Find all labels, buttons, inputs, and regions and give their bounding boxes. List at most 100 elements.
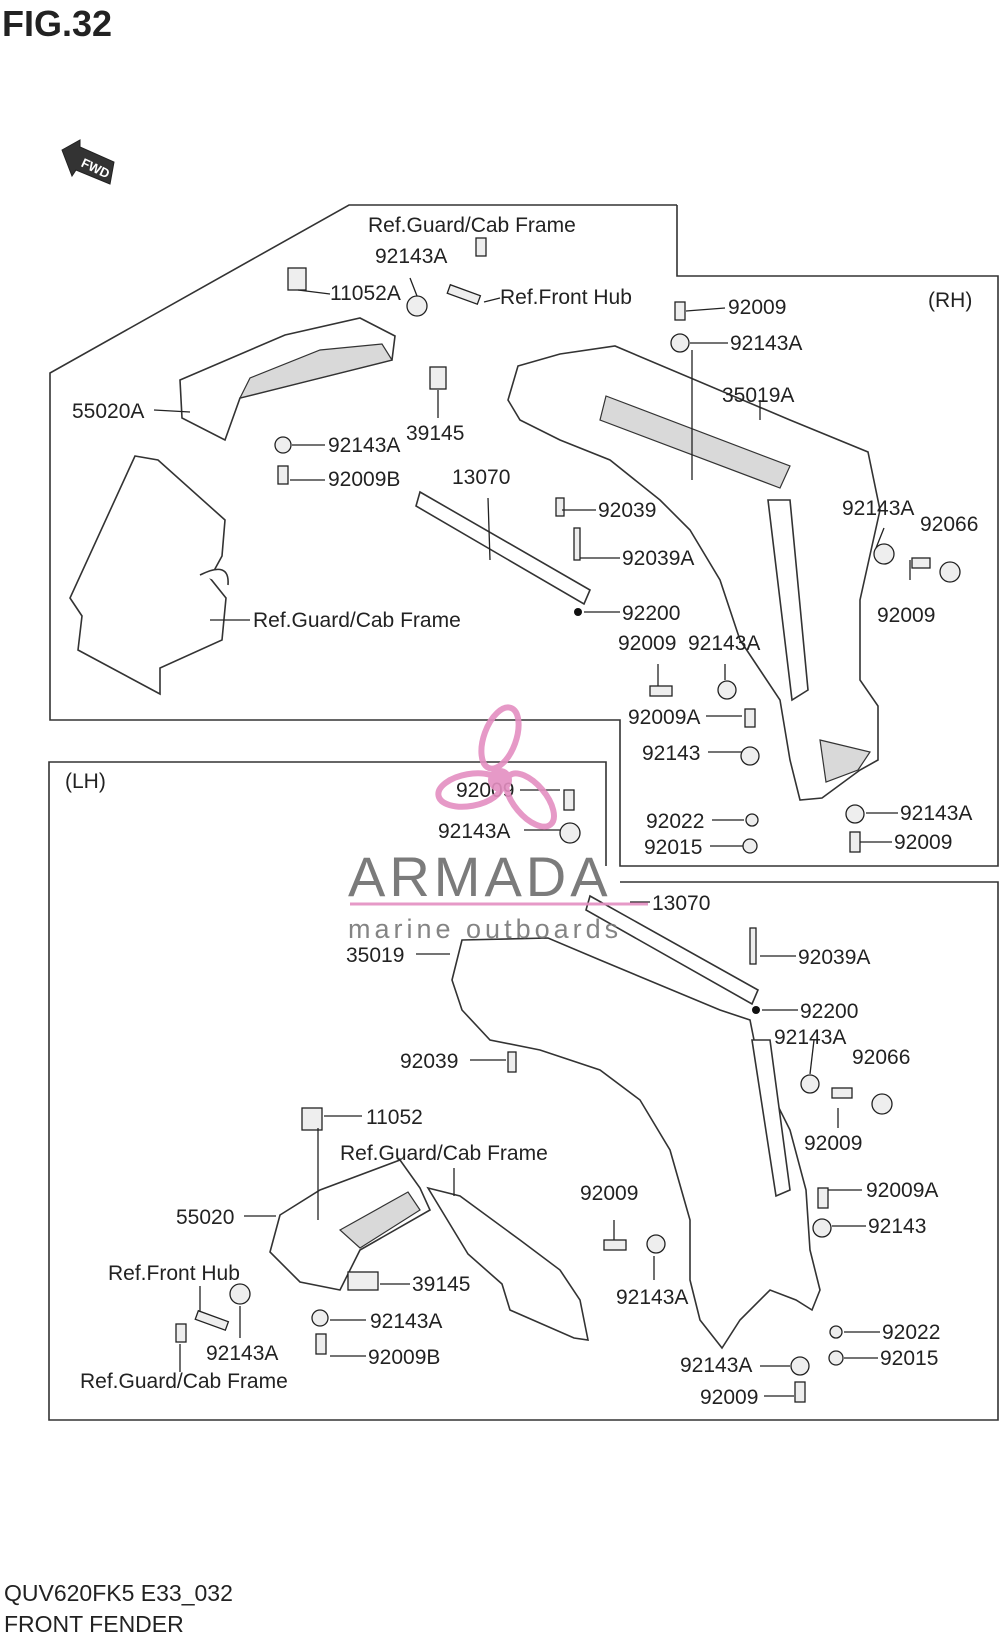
callout-92009a: 92009A <box>628 706 700 729</box>
rh-cab-frame-panel <box>69 455 229 696</box>
screw-icon <box>175 1323 187 1343</box>
lh-cab-frame-panel <box>426 1186 590 1341</box>
callout-92143: 92143 <box>642 742 700 765</box>
lh-fender-35019 <box>451 937 821 1350</box>
rivet-icon <box>749 927 757 965</box>
callout-92015: 92015 <box>644 836 702 859</box>
callout-39145: 39145 <box>412 1273 470 1296</box>
callout-35019a: 35019A <box>722 384 794 407</box>
pin-icon <box>194 1309 230 1332</box>
lh-hardware <box>175 789 893 1403</box>
callout-92200: 92200 <box>800 1000 858 1023</box>
rivet-icon <box>507 1051 517 1073</box>
grommet-icon <box>229 1283 251 1305</box>
callout-92143a: 92143A <box>680 1354 752 1377</box>
nut-icon <box>274 436 292 454</box>
rivet-icon <box>573 527 581 561</box>
callout-92143a: 92143A <box>328 434 400 457</box>
grommet-icon <box>406 295 428 317</box>
callout-55020: 55020 <box>176 1206 234 1229</box>
callout-92039: 92039 <box>400 1050 458 1073</box>
bolt-icon <box>674 301 686 321</box>
callout-92143a: 92143A <box>900 802 972 825</box>
figure-code: QUV620FK5 E33_032 <box>4 1580 233 1606</box>
callout-11052: 11052 <box>366 1106 423 1129</box>
rh-guard-55020a <box>179 317 396 442</box>
callout-13070: 13070 <box>452 466 510 489</box>
rh-callout-labels: Ref.Guard/Cab Frame 92143A 11052A Ref.Fr… <box>72 214 978 859</box>
bolt-icon <box>744 708 756 728</box>
callout-92009: 92009 <box>618 632 676 655</box>
callout-ref-guard-cab-frame: Ref.Guard/Cab Frame <box>368 214 576 237</box>
rh-fender-35019a <box>507 345 881 801</box>
callout-ref-guard-cab-frame: Ref.Guard/Cab Frame <box>80 1370 288 1393</box>
bolt-icon <box>603 1239 627 1251</box>
pin-icon <box>446 283 482 306</box>
callout-92009: 92009 <box>580 1182 638 1205</box>
callout-92039a: 92039A <box>622 547 694 570</box>
callout-92022: 92022 <box>646 810 704 833</box>
nut-icon <box>742 838 758 854</box>
washer-icon <box>745 813 759 827</box>
callout-ref-front-hub: Ref.Front Hub <box>500 286 632 309</box>
callout-92039: 92039 <box>598 499 656 522</box>
forward-arrow-icon: FWD <box>61 139 115 185</box>
washer-icon <box>800 1074 820 1094</box>
bolt-icon <box>649 685 673 697</box>
rh-leader-lines <box>153 277 911 847</box>
callout-92022: 92022 <box>882 1321 940 1344</box>
rivet-icon <box>555 497 565 517</box>
callout-92015: 92015 <box>880 1347 938 1370</box>
callout-92143: 92143 <box>868 1215 926 1238</box>
callout-92066: 92066 <box>852 1046 910 1069</box>
callout-92143a: 92143A <box>375 245 447 268</box>
nut-icon <box>845 804 865 824</box>
bolt-icon <box>817 1187 829 1209</box>
callout-92009: 92009 <box>894 831 952 854</box>
bracket-icon <box>301 1107 323 1131</box>
washer-icon <box>812 1218 832 1238</box>
nut-icon <box>790 1356 810 1376</box>
callout-11052a: 11052A <box>330 282 401 305</box>
callout-92200: 92200 <box>622 602 680 625</box>
callout-ref-guard-cab-frame: Ref.Guard/Cab Frame <box>340 1142 548 1165</box>
propeller-logo-icon <box>435 704 557 830</box>
bolt-icon <box>911 557 931 569</box>
callout-13070: 13070 <box>652 892 710 915</box>
callout-92143a: 92143A <box>842 497 914 520</box>
bolt-icon <box>315 1333 327 1355</box>
callout-92009a: 92009A <box>866 1179 938 1202</box>
rh-label: (RH) <box>928 289 972 312</box>
figure-name: FRONT FENDER <box>4 1611 184 1637</box>
figure-number: FIG.32 <box>2 3 112 44</box>
lh-group-frame <box>48 761 999 1421</box>
callout-92143a: 92143A <box>370 1310 442 1333</box>
washer-icon <box>670 333 690 353</box>
bolt-icon <box>563 789 575 811</box>
callout-92143a: 92143A <box>730 332 802 355</box>
callout-92009b: 92009B <box>368 1346 440 1369</box>
callout-92066: 92066 <box>920 513 978 536</box>
washer-icon <box>740 746 760 766</box>
callout-39145: 39145 <box>406 422 464 445</box>
bolt-icon <box>277 465 289 485</box>
washer-icon <box>559 822 581 844</box>
watermark-subtitle: marine outboards <box>348 914 622 944</box>
callout-92009: 92009 <box>700 1386 758 1409</box>
watermark-brand: ARMADA <box>348 845 612 908</box>
lh-guard-55020 <box>269 1159 432 1291</box>
callout-92009: 92009 <box>804 1132 862 1155</box>
clip-icon <box>347 1271 379 1291</box>
callout-ref-guard-cab-frame: Ref.Guard/Cab Frame <box>253 609 461 632</box>
callout-92143a: 92143A <box>774 1026 846 1049</box>
nut-icon <box>311 1309 329 1327</box>
screw-icon <box>475 237 487 257</box>
cap-icon <box>871 1093 893 1115</box>
rh-group-frame <box>49 204 999 867</box>
nut-icon <box>828 1350 844 1366</box>
callout-35019: 35019 <box>346 944 404 967</box>
callout-92143a: 92143A <box>688 632 760 655</box>
rh-hardware <box>274 237 961 854</box>
callout-92009b: 92009B <box>328 468 400 491</box>
